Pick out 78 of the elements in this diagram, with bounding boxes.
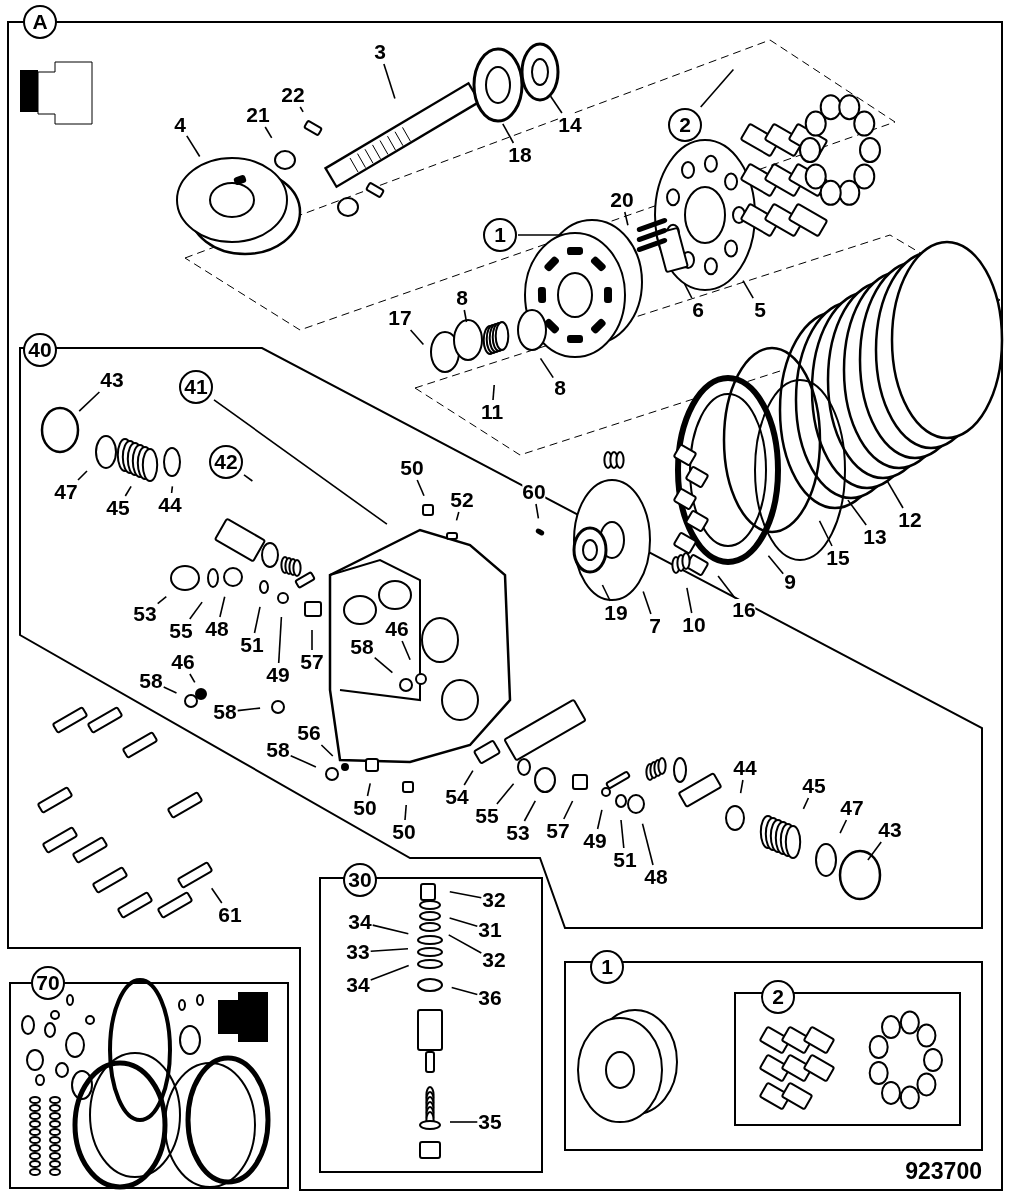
- leader-line: [416, 479, 425, 497]
- leader-line: [219, 595, 226, 618]
- leader-line: [447, 934, 483, 954]
- leader-line: [601, 584, 611, 602]
- leader-line: [189, 601, 203, 620]
- leader-line: [496, 782, 515, 805]
- leader-line: [839, 819, 848, 834]
- circled-callout: 2: [761, 980, 795, 1014]
- leader-line: [210, 887, 223, 904]
- leader-line: [311, 629, 313, 651]
- leader-line: [535, 503, 540, 520]
- leader-line: [686, 587, 693, 614]
- leader-line: [373, 656, 394, 674]
- circled-callout: 42: [209, 445, 243, 479]
- leader-line: [886, 479, 904, 509]
- leader-line: [189, 673, 196, 684]
- leader-line: [170, 485, 174, 494]
- circled-callout: 1: [590, 950, 624, 984]
- leader-line: [383, 63, 396, 100]
- leader-line: [371, 924, 410, 935]
- leader-line: [264, 126, 273, 139]
- leader-line: [620, 819, 625, 849]
- leader-line: [502, 123, 515, 144]
- leader-line: [404, 804, 407, 821]
- leader-line: [624, 211, 629, 226]
- circled-callout: 2: [668, 108, 702, 142]
- leader-line: [213, 399, 388, 525]
- leader-line: [369, 947, 409, 952]
- leader-line: [320, 744, 334, 757]
- leader-line: [124, 485, 132, 497]
- leader-line: [253, 606, 261, 634]
- leader-line: [369, 964, 410, 981]
- leader-line: [818, 520, 833, 547]
- circled-callout: 30: [343, 863, 377, 897]
- leader-line: [802, 797, 810, 810]
- leader-line: [455, 511, 460, 522]
- leader-line: [449, 891, 483, 899]
- leader-line: [596, 809, 603, 830]
- leader-line: [186, 135, 201, 158]
- leader-line: [867, 841, 882, 861]
- leader-line: [401, 640, 411, 661]
- drawing-number: 923700: [905, 1158, 982, 1185]
- leader-line: [409, 329, 425, 346]
- leader-line: [563, 800, 574, 820]
- leader-line: [742, 279, 754, 299]
- leader-line: [642, 590, 652, 615]
- leader-line: [699, 68, 735, 108]
- leader-line: [492, 384, 495, 401]
- leader-line: [717, 575, 736, 599]
- leader-line: [299, 106, 304, 113]
- leader-line: [463, 769, 474, 786]
- leader-line: [277, 616, 283, 664]
- leader-line: [162, 686, 178, 694]
- leader-line: [78, 391, 101, 412]
- leader-line: [767, 554, 784, 575]
- circled-callout: 40: [23, 333, 57, 367]
- leader-line: [366, 782, 371, 797]
- leader-line: [549, 95, 563, 114]
- leader-line: [463, 309, 468, 323]
- leader-line: [450, 986, 479, 996]
- circled-callout: 41: [179, 370, 213, 404]
- leader-line: [77, 470, 88, 481]
- leader-line: [739, 779, 744, 794]
- leader-line: [448, 917, 479, 927]
- leader-line: [847, 499, 867, 526]
- leader-line: [539, 357, 554, 379]
- leader-line: [683, 283, 693, 299]
- leader-line: [523, 800, 537, 822]
- circled-callout: 70: [31, 966, 65, 1000]
- leader-line: [156, 595, 168, 605]
- leader-line: [517, 234, 563, 236]
- circled-callout: 1: [483, 218, 517, 252]
- circled-callout: A: [23, 5, 57, 39]
- leader-line: [243, 474, 254, 482]
- leader-line: [289, 754, 317, 768]
- leader-line: [236, 707, 261, 712]
- leader-line: [449, 1121, 479, 1123]
- leader-line: [641, 822, 654, 866]
